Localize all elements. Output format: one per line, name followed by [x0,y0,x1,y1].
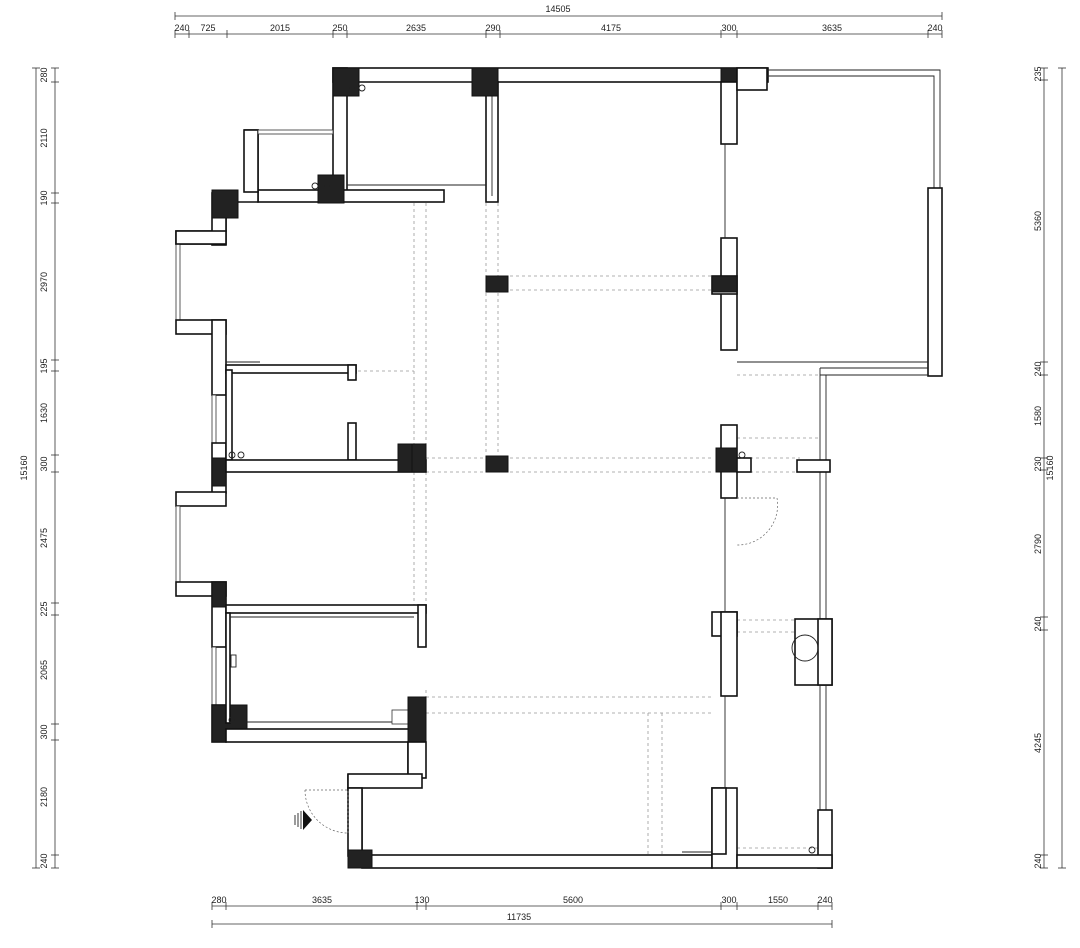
entry-walls [304,741,713,869]
dim-left-5: 1630 [39,403,49,423]
dim-top-4: 2635 [406,23,426,33]
top-room-columns [317,67,738,204]
right-dimensions: 235 5360 240 1580 230 2790 240 4245 240 … [1033,66,1066,869]
dim-left-2: 190 [39,190,49,205]
dim-left-10: 300 [39,724,49,739]
dim-top-8: 3635 [822,23,842,33]
dim-right-6: 240 [1033,616,1043,631]
dim-right-3: 1580 [1033,406,1043,426]
top-fixtures [311,84,366,190]
beam-lines [226,203,820,855]
entry-arrow-icon [294,810,312,830]
left-dimensions: 15160 280 2110 190 2970 195 1630 300 247… [19,67,59,869]
dim-right-2: 240 [1033,361,1043,376]
dim-top-0: 240 [174,23,189,33]
middle-fixtures [228,451,245,459]
dim-right-total: 15160 [1045,455,1055,480]
top-dimensions: 14505 240 725 2015 250 2635 290 4175 300… [174,4,943,38]
dim-left-7: 2475 [39,528,49,548]
dim-bottom-2: 130 [414,895,429,905]
dim-bottom-5: 1550 [768,895,788,905]
lower-left-room [225,604,427,743]
dim-bottom-6: 240 [817,895,832,905]
dim-left-total: 15160 [19,455,29,480]
bottom-dimensions: 280 3635 130 5600 300 1550 240 11735 [211,895,833,928]
dim-left-0: 280 [39,67,49,82]
dim-top-5: 290 [485,23,500,33]
right-ticks [1040,67,1048,869]
dim-left-11: 2180 [39,787,49,807]
bottom-ticks [211,902,833,910]
dim-top-6: 4175 [601,23,621,33]
middle-columns [397,275,509,473]
lower-left-columns [407,696,427,743]
dim-right-1: 5360 [1033,211,1043,231]
dim-top-3: 250 [332,23,347,33]
dim-left-4: 195 [39,358,49,373]
dim-top-9: 240 [927,23,942,33]
dim-left-12: 240 [39,853,49,868]
dim-bottom-1: 3635 [312,895,332,905]
dim-right-7: 4245 [1033,733,1043,753]
dim-bottom-total: 11735 [507,912,531,922]
central-columns [711,275,738,473]
dim-right-8: 240 [1033,853,1043,868]
dim-right-5: 2790 [1033,534,1043,554]
dim-right-4: 230 [1033,456,1043,471]
dim-right-0: 235 [1033,66,1043,81]
dim-left-6: 300 [39,456,49,471]
central-spine [711,81,778,869]
dim-left-3: 2970 [39,272,49,292]
dim-left-9: 2065 [39,660,49,680]
central-fixtures [738,451,746,459]
dim-top-2: 2015 [270,23,290,33]
east-walls [682,67,943,869]
left-ticks [51,67,59,869]
dim-top-7: 300 [721,23,736,33]
top-ticks [174,30,943,38]
dim-bottom-0: 280 [211,895,226,905]
west-walls [175,129,334,743]
dim-bottom-3: 5600 [563,895,583,905]
dim-bottom-4: 300 [721,895,736,905]
middle-walls [225,361,427,473]
dim-top-total: 14505 [545,4,570,14]
dim-left-8: 225 [39,601,49,616]
dim-left-1: 2110 [39,128,49,147]
entry-columns [347,849,373,869]
dim-top-1: 725 [200,23,215,33]
